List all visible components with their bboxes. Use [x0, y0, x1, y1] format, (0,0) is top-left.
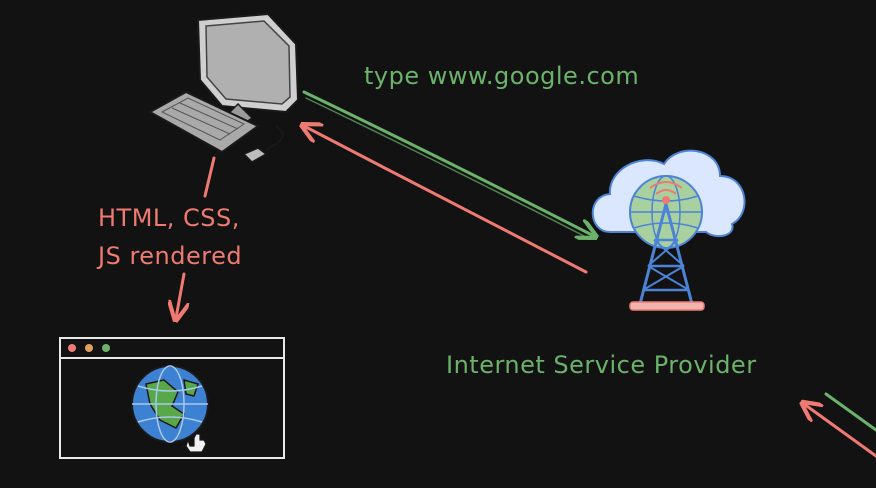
response-arrow	[304, 126, 588, 274]
cell-tower-cloud-icon	[591, 149, 746, 311]
render-arrow	[176, 156, 216, 318]
request-arrow	[302, 90, 594, 238]
browser-window-icon	[59, 337, 285, 459]
isp-label: Internet Service Provider	[446, 351, 757, 379]
offscreen-arrows	[804, 392, 876, 458]
desktop-computer-icon	[147, 12, 300, 163]
hand-cursor-icon	[185, 433, 207, 453]
rendered-label-line1: HTML, CSS,	[98, 204, 240, 232]
rendered-label-line2: JS rendered	[96, 242, 242, 270]
globe-icon	[131, 365, 209, 443]
request-label: type www.google.com	[364, 62, 639, 90]
